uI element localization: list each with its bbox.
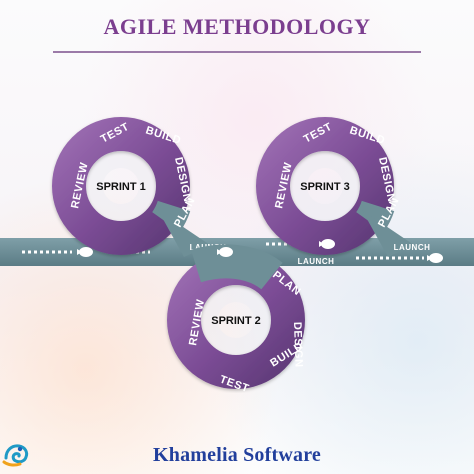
sprint-2-label: SPRINT 2 [211, 315, 261, 327]
middle-launch-label: LAUNCH [298, 257, 335, 266]
brand-name: Khamelia Software [152, 443, 321, 466]
rocket-icon-2 [217, 247, 233, 257]
sprint-2-segment-design: DESIGN [291, 322, 305, 368]
sprint-2-inner-shade [186, 270, 286, 370]
chameleon-logo-icon [2, 444, 29, 467]
rocket-icon-3 [319, 239, 335, 249]
sprint-3-inner-shade [275, 136, 375, 236]
rocket-icon-1 [77, 247, 93, 257]
sprint-3-exit-arrow [362, 210, 414, 257]
brand-footer: Khamelia Software [0, 440, 474, 470]
sprint-3-launch-label: LAUNCH [394, 243, 431, 252]
sprint-1-label: SPRINT 1 [96, 181, 146, 193]
sprint-1-ring [52, 117, 190, 255]
sprint-3-cycle: TEST BUILD DESIGN PLAN REVIEW SPRINT 3 L… [256, 117, 431, 257]
diagram-title: AGILE METHODOLOGY [103, 14, 371, 39]
sprint-2-cycle: PLAN DESIGN BUILD TEST REVIEW SPRINT 2 [167, 244, 306, 395]
sprint-2-entry [191, 244, 283, 290]
sprint-1-exit-arrow [158, 210, 210, 257]
rocket-icon-4 [427, 253, 443, 263]
sprint-1-cycle: TEST BUILD DESIGN PLAN REVIEW SPRINT 1 L… [52, 117, 226, 257]
sprint-3-label: SPRINT 3 [300, 181, 350, 193]
sprint-1-inner-shade [71, 136, 171, 236]
sprint-3-ring [256, 117, 394, 255]
title-underline [53, 51, 421, 53]
